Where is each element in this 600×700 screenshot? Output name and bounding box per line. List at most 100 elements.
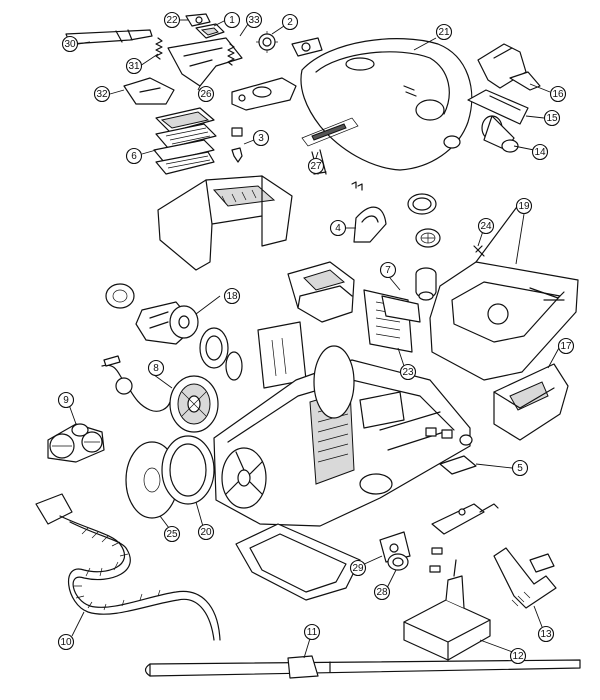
part-1-release-button <box>195 23 225 39</box>
svg-text:25: 25 <box>166 529 178 540</box>
svg-text:20: 20 <box>200 527 212 538</box>
part-14-dusting-brush <box>481 115 519 153</box>
part-26-latch-cover <box>167 37 243 87</box>
callout-28: 28 <box>373 583 391 601</box>
part-21-top-hood <box>300 38 473 171</box>
part-bottom-plate <box>235 523 361 601</box>
part-7-inlet-valve <box>415 267 437 301</box>
part-gasket-sheet <box>257 321 307 389</box>
part-4-bag-holder-clip <box>351 181 387 243</box>
svg-text:30: 30 <box>64 39 76 50</box>
part-23-side-grille <box>363 289 421 353</box>
svg-text:28: 28 <box>376 587 388 598</box>
callout-6: 6 <box>125 147 143 165</box>
callout-15: 15 <box>543 109 561 127</box>
part-small-clips <box>425 427 473 446</box>
svg-text:14: 14 <box>534 147 546 158</box>
part-8-cord-reel <box>101 355 219 433</box>
callout-3: 3 <box>252 129 270 147</box>
svg-text:11: 11 <box>307 627 318 638</box>
callout-1: 1 <box>223 11 241 29</box>
part-main-chassis <box>213 345 471 527</box>
callout-10: 10 <box>57 633 75 651</box>
callout-4: 4 <box>329 219 347 237</box>
svg-text:33: 33 <box>248 15 260 26</box>
part-3-clip-pins <box>231 127 243 163</box>
callout-31: 31 <box>125 57 143 75</box>
part-10-hose <box>35 493 221 641</box>
svg-text:9: 9 <box>63 395 69 406</box>
callout-16: 16 <box>549 85 567 103</box>
part-19-bag-compartment <box>429 199 579 381</box>
svg-text:10: 10 <box>60 637 72 648</box>
svg-text:29: 29 <box>352 563 364 574</box>
svg-text:23: 23 <box>402 367 414 378</box>
part-20-rear-wheel <box>161 435 215 505</box>
callout-30: 30 <box>61 35 79 53</box>
part-motor-housing-top <box>157 175 293 271</box>
part-15-crevice-tool <box>467 89 529 125</box>
callout-14: 14 <box>531 143 549 161</box>
callout-2: 2 <box>281 13 299 31</box>
part-18-motor-assembly <box>105 283 199 345</box>
callout-8: 8 <box>147 359 165 377</box>
callout-23: 23 <box>399 363 417 381</box>
leader-lines <box>67 19 561 659</box>
svg-text:17: 17 <box>560 341 572 352</box>
callout-32: 32 <box>93 85 111 103</box>
part-top-switch-plate <box>231 77 297 111</box>
callout-25: 25 <box>163 525 181 543</box>
callout-12: 12 <box>509 647 527 665</box>
callout-24: 24 <box>477 217 495 235</box>
part-30-carry-handle <box>65 29 153 45</box>
svg-text:24: 24 <box>480 221 492 232</box>
part-5-bumper-pad <box>439 455 477 475</box>
part-33-spring <box>227 43 235 66</box>
part-center-frame <box>287 261 355 323</box>
part-6-exhaust-filter-stack <box>153 107 217 175</box>
part-seal-ring-a <box>407 193 437 215</box>
part-12-floor-nozzle <box>403 559 491 661</box>
part-9-front-caster <box>47 423 105 463</box>
callout-9: 9 <box>57 391 75 409</box>
part-13-floor-brush <box>493 547 557 609</box>
svg-text:22: 22 <box>166 15 178 26</box>
part-16-upholstery-nozzle <box>477 43 541 91</box>
callout-26: 26 <box>197 85 215 103</box>
callout-22: 22 <box>163 11 181 29</box>
callout-5: 5 <box>511 459 529 477</box>
callout-21: 21 <box>435 23 453 41</box>
svg-text:27: 27 <box>310 161 322 172</box>
svg-text:16: 16 <box>552 89 564 100</box>
callout-20: 20 <box>197 523 215 541</box>
part-22-latch-clip <box>185 13 211 27</box>
svg-text:13: 13 <box>540 629 552 640</box>
svg-text:26: 26 <box>200 89 212 100</box>
svg-text:5: 5 <box>517 463 523 474</box>
part-31-spring <box>155 37 163 60</box>
callout-13: 13 <box>537 625 555 643</box>
callout-17: 17 <box>557 337 575 355</box>
part-motor-seal-rings <box>199 327 243 381</box>
callout-11: 11 <box>303 623 321 641</box>
svg-text:21: 21 <box>438 27 450 38</box>
callout-19: 19 <box>515 197 533 215</box>
svg-text:18: 18 <box>226 291 238 302</box>
part-2-cord-reel-knob <box>256 31 278 53</box>
callout-33: 33 <box>245 11 263 29</box>
callout-29: 29 <box>349 559 367 577</box>
svg-text:7: 7 <box>385 265 391 276</box>
part-front-wheel-fan <box>221 447 267 509</box>
svg-text:4: 4 <box>335 223 341 234</box>
part-17-dust-bag <box>493 363 569 441</box>
svg-text:12: 12 <box>512 651 524 662</box>
part-ring-clip <box>291 37 323 57</box>
part-28-swivel-ring <box>387 553 409 571</box>
svg-text:6: 6 <box>131 151 137 162</box>
part-24-screw <box>473 245 485 257</box>
svg-text:32: 32 <box>96 89 108 100</box>
svg-text:1: 1 <box>229 15 235 26</box>
svg-text:3: 3 <box>258 133 264 144</box>
callout-27: 27 <box>307 157 325 175</box>
part-11-telescopic-wand <box>144 655 581 679</box>
